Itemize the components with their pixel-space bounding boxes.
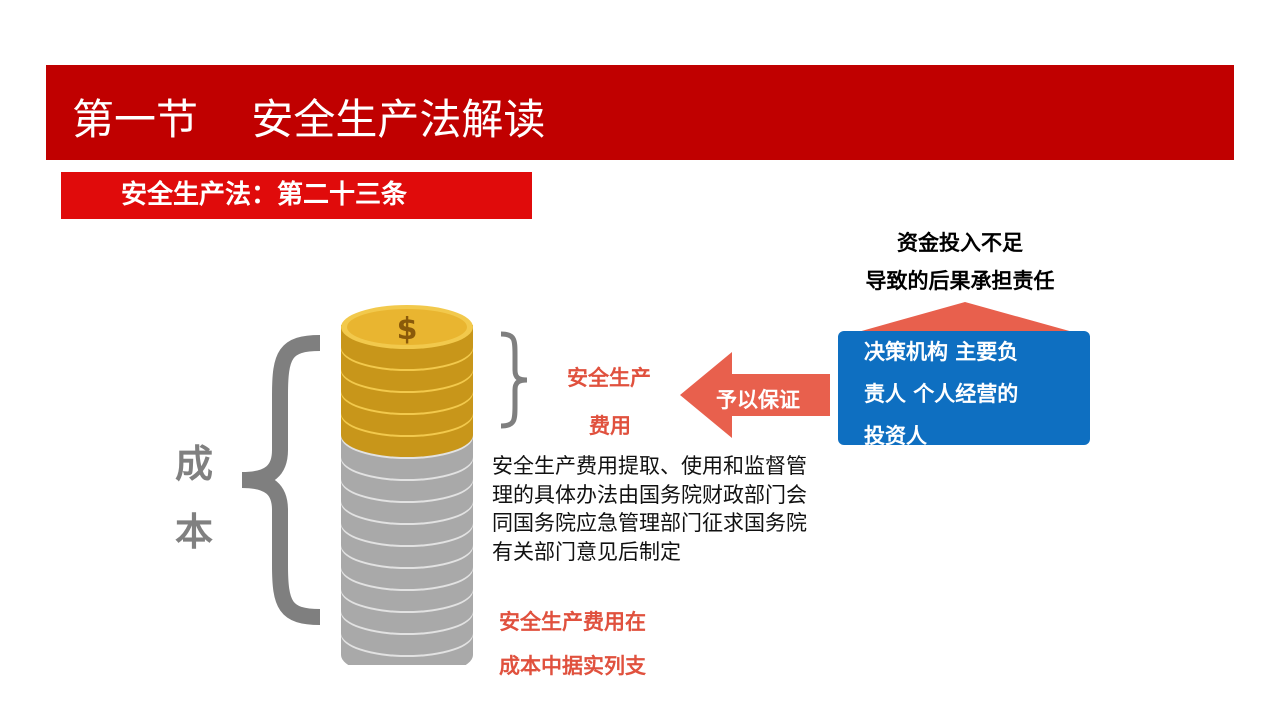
section-subtitle: 安全生产法：第二十三条 — [61, 172, 532, 219]
cost-char: 本 — [175, 510, 214, 554]
responsibility-line: 资金投入不足 — [897, 231, 1023, 255]
large-brace-icon — [241, 335, 321, 625]
cost-note-line: 成本中据实列支 — [499, 654, 646, 678]
safety-fee-line: 费用 — [589, 414, 631, 438]
up-arrow-icon — [858, 302, 1073, 332]
cost-char: 成 — [175, 442, 214, 486]
responsibility-line: 导致的后果承担责 — [865, 269, 1034, 293]
guarantee-label: 予以保证 — [716, 388, 800, 412]
cost-note-line: 安全生产费用在 — [499, 610, 646, 634]
party-line: 责人 个人经营的 — [864, 382, 1019, 406]
party-line: 决策机构 主要负 — [864, 340, 1019, 364]
dollar-icon: $ — [397, 312, 418, 347]
responsibility-line: 任 — [1033, 269, 1055, 293]
cost-note: 安全生产费用在 成本中据实列支 — [499, 600, 646, 688]
safety-fee-line: 安全生产 — [567, 366, 651, 390]
left-arrow-icon — [680, 352, 830, 438]
party-line: 投资人 — [864, 424, 927, 448]
small-brace-icon — [500, 331, 528, 429]
coin-face-inner — [347, 309, 467, 345]
safety-fee-label: 安全生产 费用 — [567, 354, 651, 450]
responsibility-text: 资金投入不足 导致的后果承担责任 — [830, 224, 1090, 300]
responsible-parties-box: 决策机构 主要负 责人 个人经营的 投资人 — [838, 331, 1090, 448]
title-bar — [46, 65, 1234, 160]
regulation-note: 安全生产费用提取、使用和监督管理的具体办法由国务院财政部门会同国务院应急管理部门… — [492, 454, 807, 564]
page-title: 第一节 安全生产法解读 — [72, 95, 546, 144]
cost-label: 成 本 — [175, 430, 225, 566]
coin-stack: $ — [341, 305, 473, 665]
